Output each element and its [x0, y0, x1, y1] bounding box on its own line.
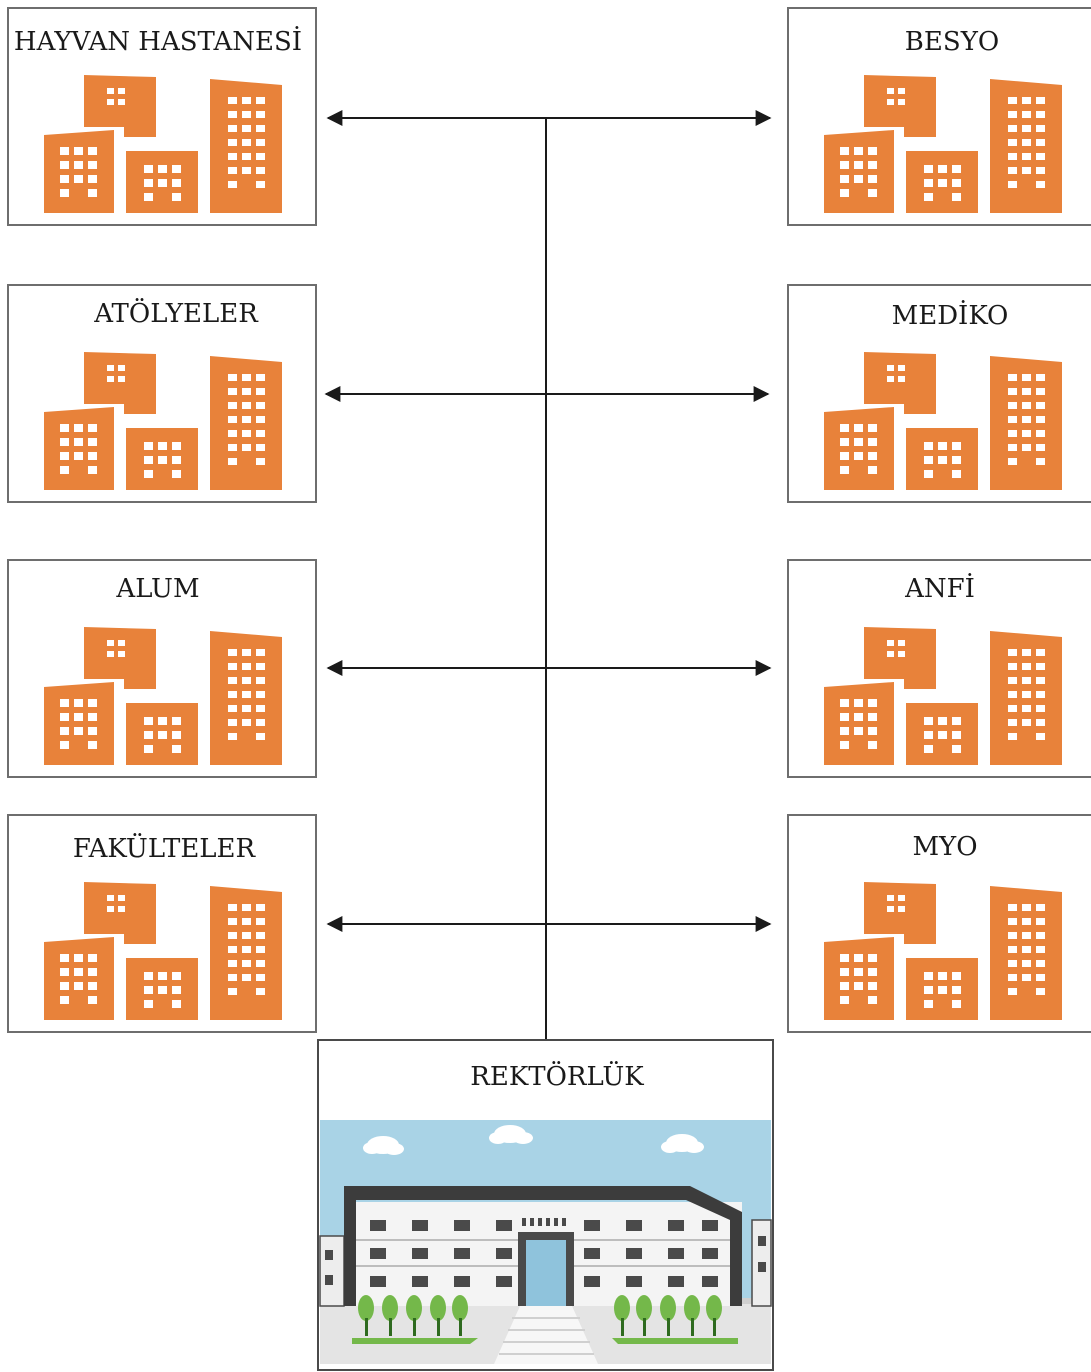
node-atolyeler: ATÖLYELER: [7, 284, 317, 503]
node-label: BESYO: [905, 27, 999, 57]
node-myo: MYO: [787, 814, 1091, 1033]
node-besyo: BESYO: [787, 7, 1091, 226]
node-rektorluk: REKTÖRLÜK: [317, 1039, 774, 1371]
node-label: FAKÜLTELER: [73, 832, 257, 864]
node-alum: ALUM: [7, 559, 317, 778]
node-label: ATÖLYELER: [93, 297, 259, 329]
node-label: MYO: [912, 832, 977, 862]
node-fakulteler: FAKÜLTELER: [7, 814, 317, 1033]
node-anfi: ANFİ: [787, 559, 1091, 778]
node-label: MEDİKO: [892, 300, 1009, 331]
node-hayvan-hastanesi: HAYVAN HASTANESİ: [7, 7, 317, 226]
node-label: HAYVAN HASTANESİ: [14, 26, 302, 57]
node-label: REKTÖRLÜK: [470, 1060, 644, 1092]
connectors: [324, 110, 772, 1040]
node-mediko: MEDİKO: [787, 284, 1091, 503]
rectorate-building-icon: [319, 1120, 772, 1364]
node-label: ALUM: [115, 574, 199, 604]
node-label: ANFİ: [904, 573, 975, 604]
